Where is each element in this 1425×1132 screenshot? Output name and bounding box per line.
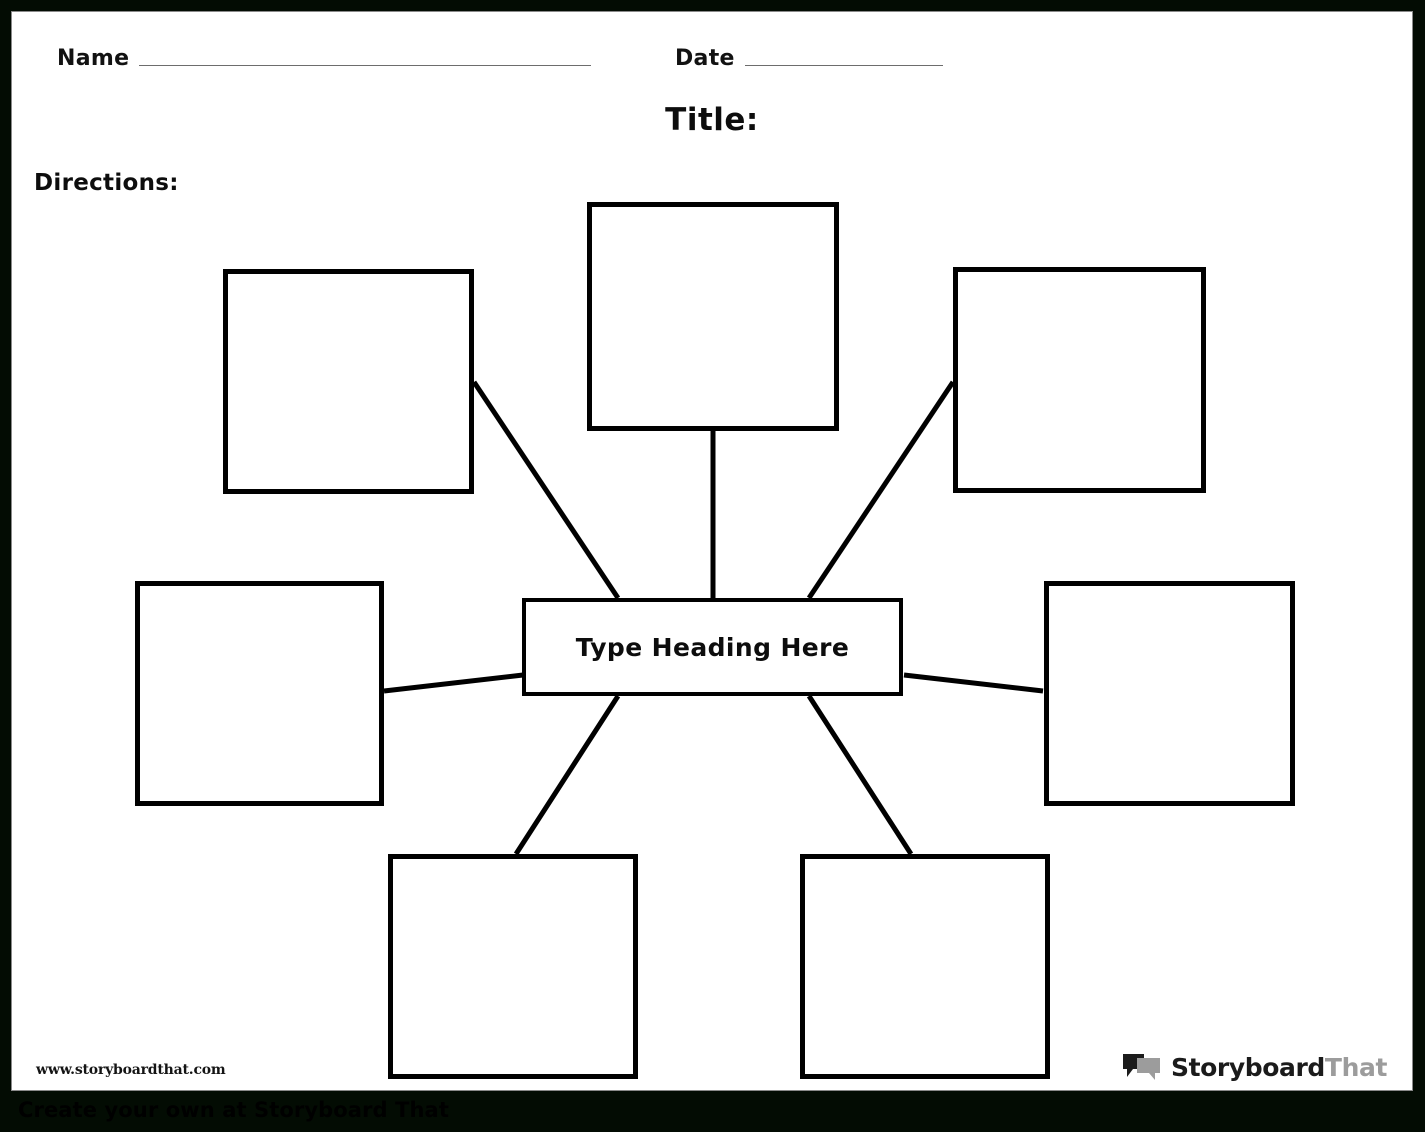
site-url-text: www.storyboardthat.com — [36, 1062, 226, 1078]
branch-box-bottom-right[interactable] — [800, 854, 1050, 1079]
branch-box-middle-right[interactable] — [1044, 581, 1295, 806]
branch-box-middle-left[interactable] — [135, 581, 384, 806]
connector-bottom-left — [513, 694, 621, 856]
spider-map-diagram: Type Heading Here — [12, 12, 1412, 1090]
connector-middle-left — [383, 672, 524, 694]
directions-label[interactable]: Directions: — [34, 170, 179, 196]
date-field-row: Date — [675, 46, 943, 71]
brand-wordmark: StoryboardThat — [1171, 1053, 1387, 1082]
center-heading-box[interactable]: Type Heading Here — [522, 598, 903, 696]
brand-primary-text: Storyboard — [1170, 1052, 1325, 1082]
connector-top-left — [471, 380, 621, 600]
connector-top-right — [806, 380, 956, 600]
name-label: Name — [57, 46, 130, 71]
brand-secondary-text: That — [1324, 1052, 1387, 1082]
date-label: Date — [675, 46, 735, 71]
name-field-row: Name — [57, 46, 592, 71]
center-heading-label: Type Heading Here — [575, 632, 850, 662]
connector-middle-right — [903, 672, 1044, 694]
connector-bottom-right — [806, 694, 914, 856]
branch-box-top-right[interactable] — [953, 267, 1206, 493]
branch-box-top-center[interactable] — [587, 202, 839, 431]
storyboardthat-logo: StoryboardThat — [1122, 1052, 1387, 1082]
speech-bubbles-icon — [1122, 1054, 1160, 1080]
worksheet-page: Name Date Title: Directions: — [11, 11, 1413, 1091]
branch-box-bottom-left[interactable] — [388, 854, 638, 1079]
connector-lines — [383, 380, 1044, 856]
page-title[interactable]: Title: — [665, 102, 759, 138]
date-write-line[interactable] — [744, 65, 943, 66]
branch-box-top-left[interactable] — [223, 269, 474, 494]
create-your-own-banner[interactable]: Create your own at Storyboard That — [18, 1098, 449, 1122]
name-write-line[interactable] — [139, 65, 592, 66]
